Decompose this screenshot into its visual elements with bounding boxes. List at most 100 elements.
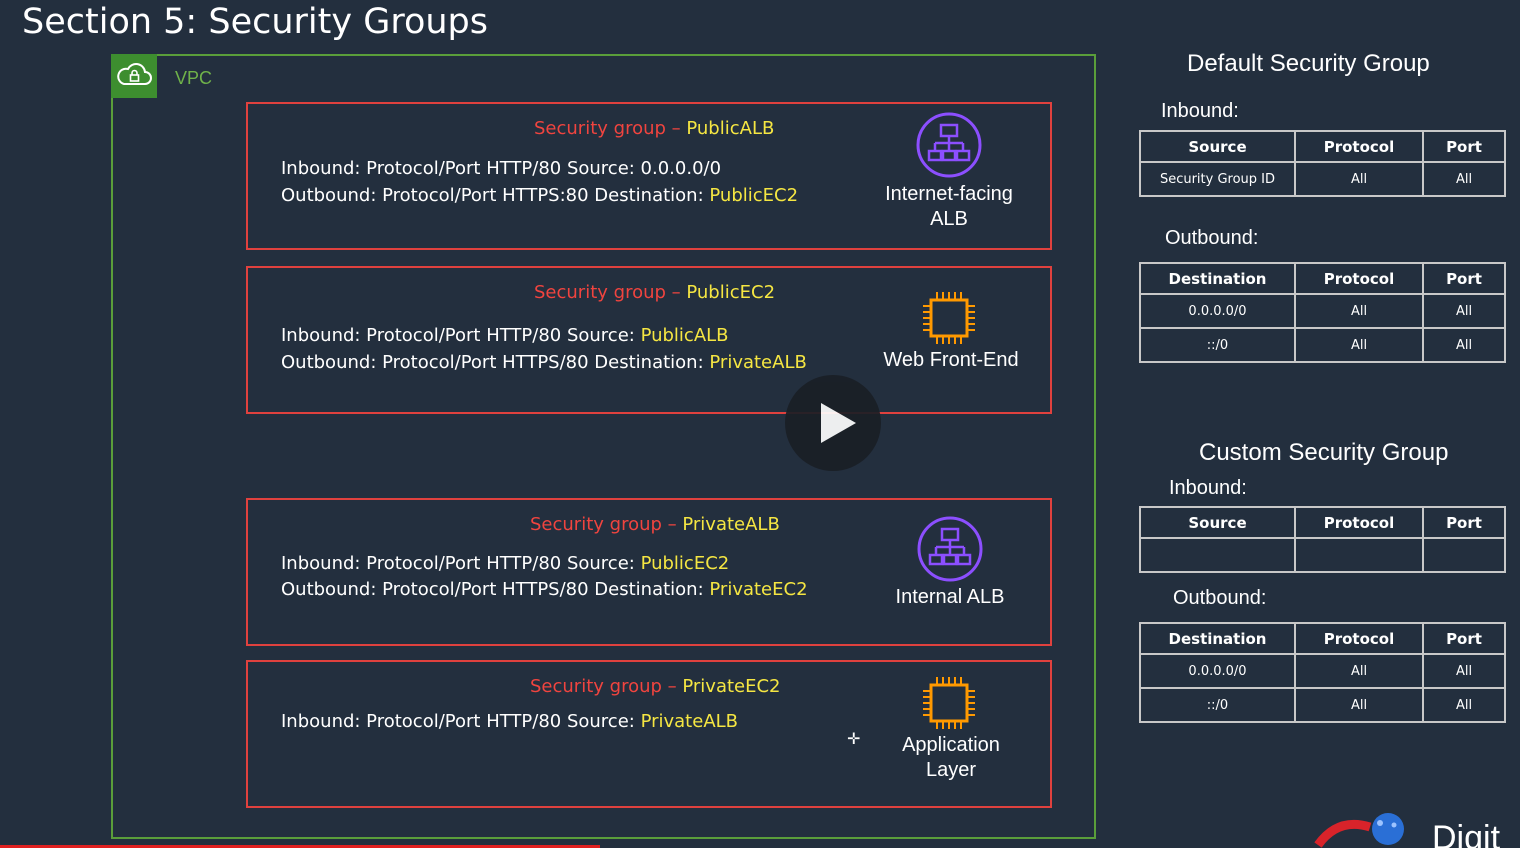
rule-text: Outbound: Protocol/Port HTTPS/80 Destina… [281, 352, 710, 373]
play-icon [821, 403, 856, 443]
table-cell: All [1294, 327, 1424, 363]
page-title: Section 5: Security Groups [22, 2, 488, 42]
custom-outbound-table: Destination Protocol Port 0.0.0.0/0 All … [1139, 622, 1506, 723]
table-cell: ::/0 [1139, 687, 1296, 723]
security-group-title-name: PublicEC2 [686, 282, 776, 303]
ec2-chip-icon [921, 675, 977, 735]
column-header: Destination [1139, 262, 1296, 295]
vpc-container [111, 54, 1096, 839]
service-label: Internet-facing ALB [860, 182, 1038, 232]
rule-text: Inbound: Protocol/Port HTTP/80 Source: [281, 711, 641, 732]
column-header: Protocol [1294, 622, 1424, 655]
table-row [1139, 537, 1506, 573]
brand-logo: Digit [1310, 805, 1520, 848]
security-group-public-alb [246, 102, 1052, 250]
table-cell: All [1294, 161, 1424, 197]
column-header: Port [1422, 506, 1506, 539]
security-group-title-prefix: Security group – [530, 514, 683, 535]
custom-outbound-label: Outbound: [1173, 587, 1267, 609]
security-group-title-prefix: Security group – [534, 282, 687, 303]
rule-text: Inbound: Protocol/Port HTTP/80 Source: [281, 553, 641, 574]
table-row: ::/0 All All [1139, 687, 1506, 723]
column-header: Source [1139, 130, 1296, 163]
service-label-line: ALB [930, 208, 968, 230]
rule-highlight: PublicEC2 [709, 185, 799, 206]
column-header: Protocol [1294, 506, 1424, 539]
table-cell: Security Group ID [1139, 161, 1296, 197]
security-group-title: Security group – PublicEC2 [534, 282, 775, 303]
table-cell: All [1422, 293, 1506, 329]
table-header-row: Destination Protocol Port [1139, 622, 1506, 655]
security-group-title-prefix: Security group – [530, 676, 683, 697]
rule-highlight: PublicALB [640, 325, 729, 346]
default-inbound-label: Inbound: [1161, 100, 1239, 122]
table-cell [1294, 537, 1424, 573]
table-cell: 0.0.0.0/0 [1139, 653, 1296, 689]
security-group-title: Security group – PublicALB [534, 118, 774, 139]
rule-text: Outbound: Protocol/Port HTTPS/80 Destina… [281, 579, 710, 600]
security-group-title: Security group – PrivateALB [530, 514, 780, 535]
table-cell: All [1422, 327, 1506, 363]
logo-text: Digit [1432, 819, 1501, 848]
table-cell: All [1294, 653, 1424, 689]
service-label-line: Application [902, 734, 1000, 756]
rule-text: Inbound: Protocol/Port HTTP/80 Source: [281, 325, 641, 346]
rule-highlight: PublicEC2 [640, 553, 730, 574]
rule-highlight: PrivateALB [709, 352, 807, 373]
column-header: Port [1422, 262, 1506, 295]
service-label-line: Web Front-End [883, 349, 1019, 371]
service-label-line: Internet-facing [885, 183, 1013, 205]
table-cell: 0.0.0.0/0 [1139, 293, 1296, 329]
table-header-row: Source Protocol Port [1139, 506, 1506, 539]
inbound-rule: Inbound: Protocol/Port HTTP/80 Source: P… [281, 325, 729, 346]
table-row: Security Group ID All All [1139, 161, 1506, 197]
load-balancer-icon [916, 515, 984, 587]
service-label: Internal ALB [861, 585, 1039, 610]
security-group-private-alb [246, 498, 1052, 646]
table-row: 0.0.0.0/0 All All [1139, 653, 1506, 689]
table-cell: ::/0 [1139, 327, 1296, 363]
column-header: Destination [1139, 622, 1296, 655]
outbound-rule: Outbound: Protocol/Port HTTPS:80 Destina… [281, 185, 798, 206]
table-cell [1422, 537, 1506, 573]
table-row: 0.0.0.0/0 All All [1139, 293, 1506, 329]
table-cell [1139, 537, 1296, 573]
custom-inbound-table: Source Protocol Port [1139, 506, 1506, 573]
table-cell: All [1294, 687, 1424, 723]
table-cell: All [1422, 161, 1506, 197]
column-header: Port [1422, 622, 1506, 655]
column-header: Port [1422, 130, 1506, 163]
table-row: ::/0 All All [1139, 327, 1506, 363]
service-label: Application Layer [862, 733, 1040, 783]
security-group-title-name: PrivateALB [682, 514, 780, 535]
rule-highlight: PrivateEC2 [709, 579, 808, 600]
security-group-title: Security group – PrivateEC2 [530, 676, 781, 697]
service-label: Web Front-End [862, 348, 1040, 373]
table-cell: All [1422, 687, 1506, 723]
table-header-row: Source Protocol Port [1139, 130, 1506, 163]
vpc-label: VPC [175, 68, 213, 88]
video-progress-bar[interactable] [0, 845, 600, 848]
security-group-private-ec2 [246, 660, 1052, 808]
security-group-title-name: PublicALB [686, 118, 775, 139]
rule-text: Outbound: Protocol/Port HTTPS:80 Destina… [281, 185, 710, 206]
play-button[interactable] [785, 375, 881, 471]
security-group-title-prefix: Security group – [534, 118, 687, 139]
rule-highlight: PrivateALB [640, 711, 739, 732]
default-outbound-table: Destination Protocol Port 0.0.0.0/0 All … [1139, 262, 1506, 363]
default-outbound-label: Outbound: [1165, 227, 1259, 249]
table-cell: All [1422, 653, 1506, 689]
custom-inbound-label: Inbound: [1169, 477, 1247, 499]
rule-text: Inbound: Protocol/Port HTTP/80 Source: 0… [281, 158, 722, 179]
default-sg-heading: Default Security Group [1187, 50, 1430, 77]
outbound-rule: Outbound: Protocol/Port HTTPS/80 Destina… [281, 352, 807, 373]
table-header-row: Destination Protocol Port [1139, 262, 1506, 295]
column-header: Source [1139, 506, 1296, 539]
table-cell: All [1294, 293, 1424, 329]
security-group-public-ec2 [246, 266, 1052, 414]
vpc-cloud-lock-icon [111, 54, 157, 98]
service-label-line: Internal ALB [895, 586, 1005, 608]
move-cursor-icon: ✛ [847, 729, 861, 748]
custom-sg-heading: Custom Security Group [1199, 439, 1449, 466]
inbound-rule: Inbound: Protocol/Port HTTP/80 Source: P… [281, 711, 738, 732]
